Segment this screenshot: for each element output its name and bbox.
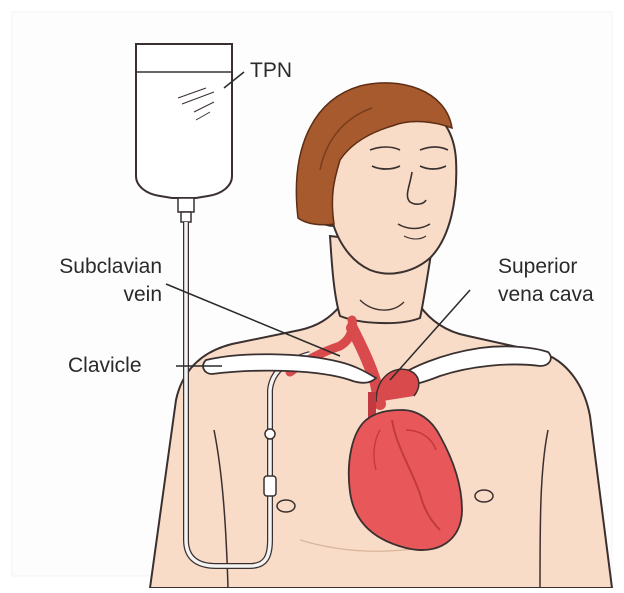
subclavian-vein-label-line2: vein (16, 282, 162, 308)
clavicle-label: Clavicle (68, 353, 142, 379)
tpn-label: TPN (250, 58, 292, 84)
subclavian-vein-label-line1: Subclavian (16, 254, 162, 280)
superior-vena-cava-label-line1: Superior (498, 254, 577, 280)
superior-vena-cava-label-line2: vena cava (498, 282, 594, 308)
